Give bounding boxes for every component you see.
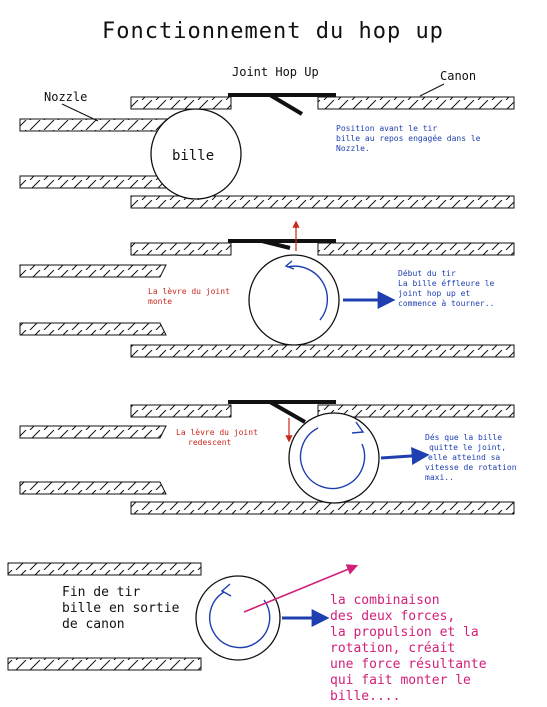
step3-red-note: La lèvre du joint redescent xyxy=(176,427,263,447)
propulsion-arrow xyxy=(380,446,430,465)
joint-label: Joint Hop Up xyxy=(232,65,319,79)
resultant-force-arrow xyxy=(243,564,359,613)
joint-lip xyxy=(268,93,304,116)
step4-note: Fin de tir bille en sortie de canon xyxy=(62,585,187,632)
barrel-top xyxy=(7,562,202,576)
step4-magenta-note: la combinaison des deux forces, la propu… xyxy=(330,593,494,704)
nozzle-top xyxy=(19,264,167,278)
step-2: La lèvre du joint monte Début du tir La … xyxy=(19,220,515,358)
barrel-bottom xyxy=(130,344,515,358)
rotation-arc xyxy=(208,591,271,649)
barrel-bottom xyxy=(130,195,515,209)
rotation-arrowhead xyxy=(220,583,232,597)
step2-red-note: La lèvre du joint monte xyxy=(148,286,235,306)
step3-note: Dés que la bille quitte le joint, elle a… xyxy=(425,432,521,482)
barrel-bottom xyxy=(7,657,202,671)
step-1: bille Joint Hop Up Canon Nozzle Position… xyxy=(19,65,515,209)
nozzle-bottom xyxy=(19,175,173,189)
joint-lip xyxy=(261,239,291,250)
barrel-top-left xyxy=(130,242,232,256)
barrel-top-left xyxy=(130,404,232,418)
barrel-top-right xyxy=(317,96,515,110)
rotation-arrowhead xyxy=(351,421,365,434)
canon-label: Canon xyxy=(440,69,476,83)
rotation-arc xyxy=(299,427,366,490)
diagram-title: Fonctionnement du hop up xyxy=(102,19,444,44)
step2-note: Début du tir La bille éffleure le joint … xyxy=(398,268,499,308)
nozzle-bottom xyxy=(19,481,167,495)
nozzle-top xyxy=(19,425,167,439)
barrel-top-right xyxy=(317,242,515,256)
ball-label: bille xyxy=(172,148,214,164)
barrel-top-right xyxy=(317,404,515,418)
nozzle-top xyxy=(19,118,173,132)
bb-ball xyxy=(288,412,380,504)
nozzle-bottom xyxy=(19,322,167,336)
joint-lip xyxy=(269,400,306,424)
bb-ball xyxy=(150,108,242,200)
rotation-arc xyxy=(286,265,329,321)
barrel-bottom xyxy=(130,501,515,515)
step-3: La lèvre du joint redescent Dés que la b… xyxy=(19,400,521,515)
step1-note: Position avant le tir bille au repos eng… xyxy=(336,124,485,153)
nozzle-pointer xyxy=(61,103,99,122)
canon-pointer xyxy=(419,83,445,97)
barrel-top-left xyxy=(130,96,232,110)
bb-ball xyxy=(248,254,340,346)
nozzle-label: Nozzle xyxy=(44,90,87,104)
step-4: Fin de tir bille en sortie de canon la c… xyxy=(7,562,494,704)
rotation-arrowhead xyxy=(284,260,295,270)
